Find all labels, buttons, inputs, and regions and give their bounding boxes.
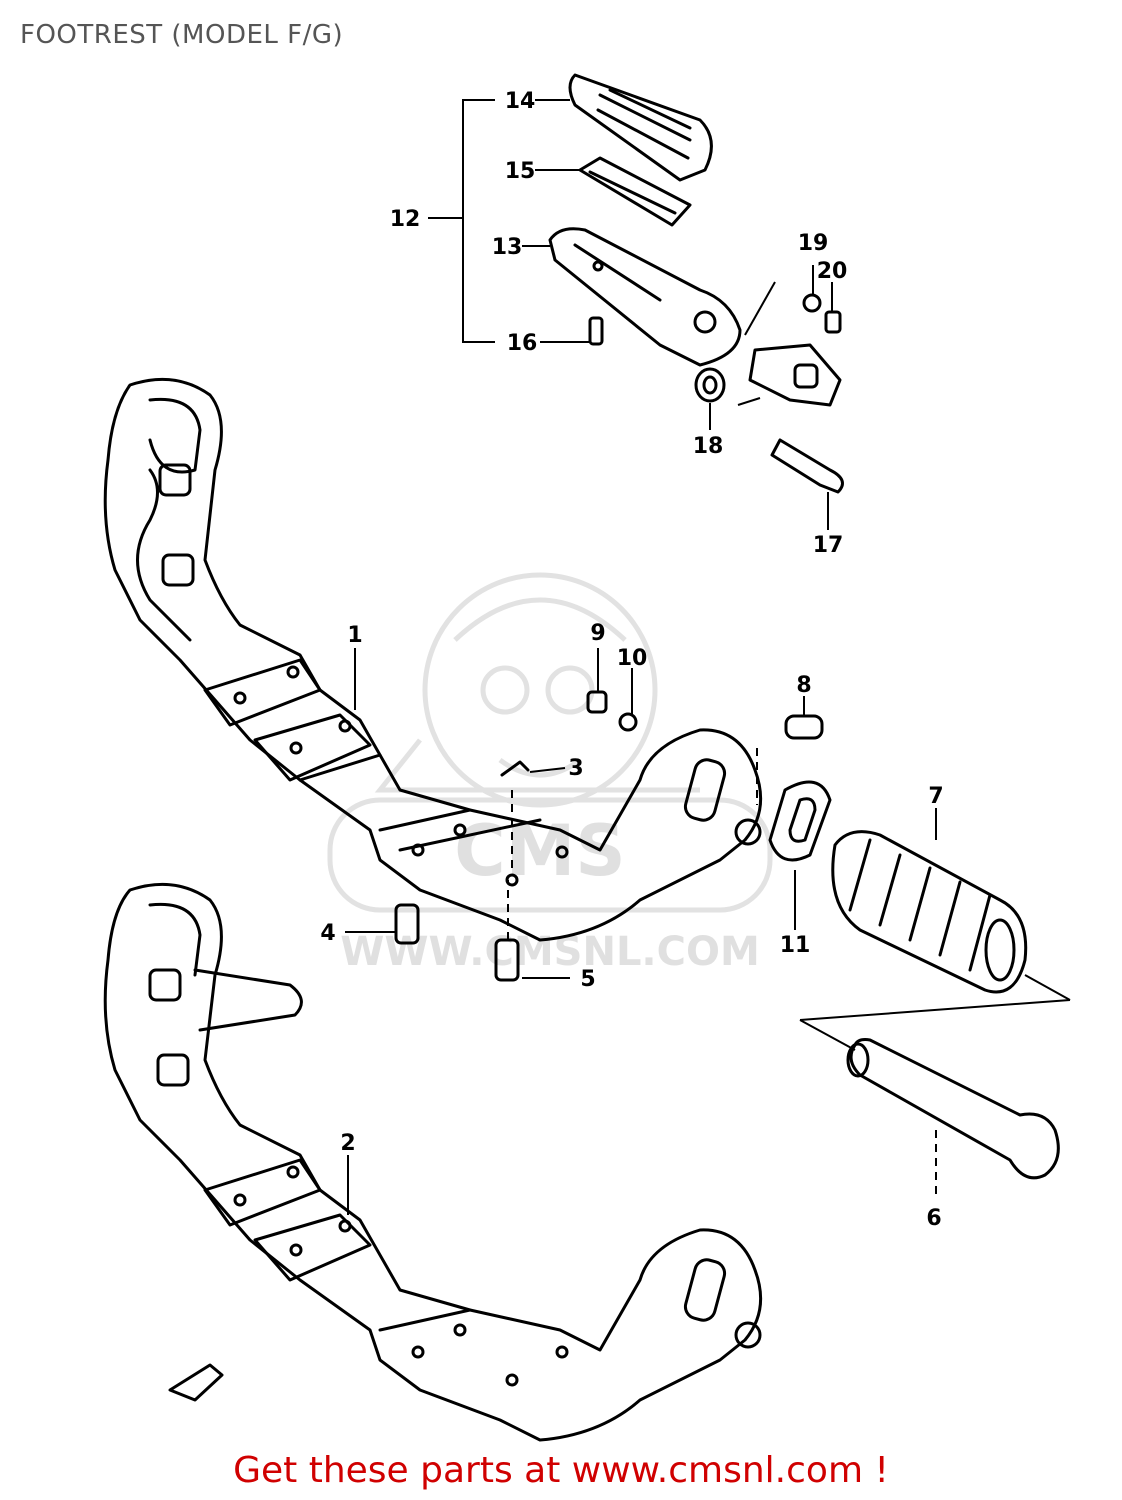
bolt-4 [394, 903, 420, 945]
footrest-plate-15 [578, 156, 692, 227]
label-14: 14 [505, 89, 536, 114]
washer-18 [694, 367, 726, 403]
footer-link[interactable]: Get these parts at www.cmsnl.com ! [233, 1450, 889, 1491]
bolt-20 [824, 310, 842, 334]
pin-17 [770, 438, 844, 494]
label-9: 9 [590, 621, 605, 646]
label-18: 18 [693, 434, 724, 459]
label-5: 5 [580, 967, 595, 992]
watermark-text: WWW.CMSNL.COM [340, 929, 760, 975]
label-10: 10 [617, 646, 648, 671]
bolt-16 [588, 316, 604, 346]
label-7: 7 [928, 784, 943, 809]
fwd-arrow-icon [168, 1363, 224, 1402]
footrest-bracket-2 [103, 882, 763, 1442]
label-6: 6 [926, 1206, 941, 1231]
label-15: 15 [505, 159, 536, 184]
label-8: 8 [796, 673, 811, 698]
label-11: 11 [780, 933, 811, 958]
page-title: FOOTREST (MODEL F/G) [20, 20, 344, 50]
washer-10 [618, 712, 638, 732]
footrest-13 [548, 227, 742, 367]
label-1: 1 [347, 623, 362, 648]
stopper-8 [784, 714, 824, 740]
pin-3 [500, 760, 530, 777]
label-4: 4 [320, 921, 335, 946]
label-2: 2 [340, 1131, 355, 1156]
washer-19 [802, 293, 822, 313]
footrest-holder [748, 343, 842, 407]
footrest-rubber-14 [568, 73, 713, 182]
footrest-pin-6 [846, 1038, 1060, 1180]
label-20: 20 [817, 259, 848, 284]
label-12: 12 [390, 207, 421, 232]
label-16: 16 [507, 331, 538, 356]
footrest-rubber-7 [831, 830, 1028, 994]
label-19: 19 [798, 231, 829, 256]
watermark-logo: CMS [454, 810, 625, 892]
label-3: 3 [568, 756, 583, 781]
label-17: 17 [813, 533, 844, 558]
plate-11 [768, 780, 832, 862]
label-13: 13 [492, 235, 523, 260]
leader-lines [345, 99, 1071, 1215]
watermark [327, 572, 773, 913]
footrest-bracket-1 [103, 377, 763, 942]
